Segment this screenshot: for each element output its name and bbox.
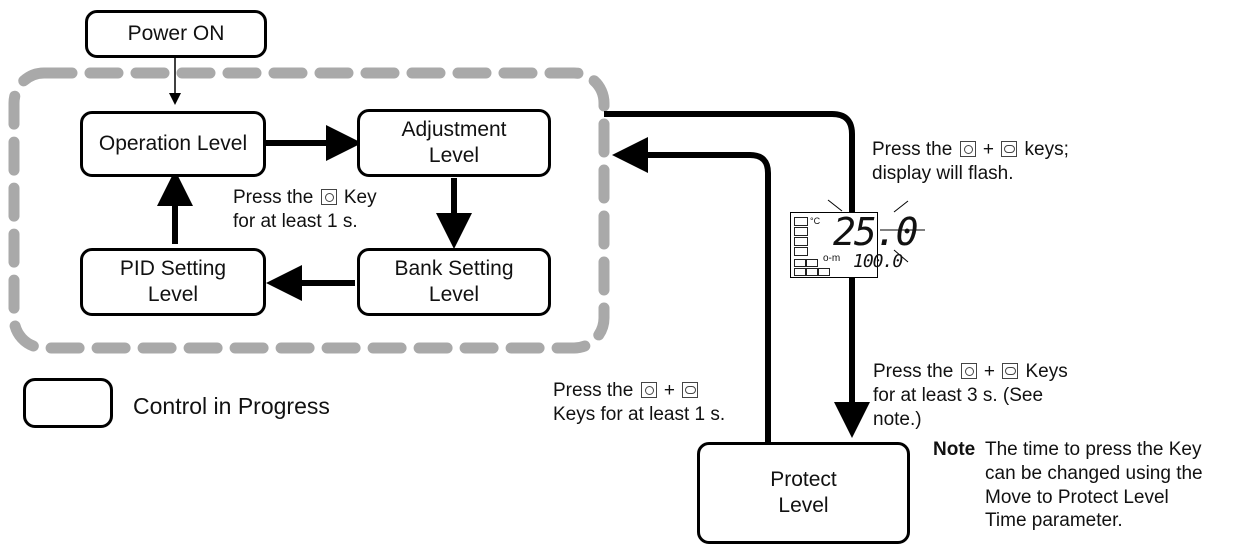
arrow-from-protect — [612, 137, 771, 444]
label-text: + — [982, 139, 994, 160]
mode-key-icon — [682, 382, 699, 398]
label-text: Key — [343, 187, 377, 208]
label-text: Press the — [873, 361, 954, 382]
note-line: can be changed using the — [985, 462, 1203, 484]
indicator — [794, 237, 808, 246]
node-bank-setting-level: Bank Setting Level — [357, 248, 551, 316]
indicator — [794, 247, 808, 256]
indicator — [794, 268, 806, 276]
node-operation-level: Operation Level — [80, 111, 266, 177]
process-value: 25.0 — [833, 210, 919, 254]
level-key-icon — [320, 189, 337, 205]
indicator — [794, 227, 808, 236]
label-text: Press the — [553, 380, 634, 401]
label-from-protect: Press the + Keys for at least 1 s. — [553, 379, 725, 427]
legend-label: Control in Progress — [133, 393, 330, 419]
indicator — [818, 268, 830, 276]
mode-key-icon — [1002, 363, 1019, 379]
level-key-icon — [960, 363, 977, 379]
key-indicator-icon: o-m — [823, 253, 841, 264]
node-pid-setting-level: PID Setting Level — [80, 248, 266, 316]
note-title: Note — [933, 439, 976, 460]
lcd-display: °C o-m 25.0 100.0 — [790, 212, 919, 278]
indicator — [806, 259, 818, 267]
label-text: Press the — [233, 187, 314, 208]
label-text: for at least 3 s. (See — [873, 384, 1044, 406]
note-body: The time to press the Key can be changed… — [985, 438, 1203, 533]
label-text: for at least 1 s. — [233, 210, 358, 232]
label-text: + — [983, 361, 995, 382]
note-line: Move to Protect Level — [985, 486, 1169, 508]
indicator — [806, 268, 818, 276]
label-text: keys; — [1024, 139, 1069, 160]
label-text: Press the — [872, 139, 953, 160]
node-power-on: Power ON — [85, 10, 267, 58]
label-text: display will flash. — [872, 162, 1014, 184]
label-text: + — [663, 380, 675, 401]
label-level-key: Press the Key for at least 1 s. — [233, 186, 377, 234]
set-value: 100.0 — [853, 251, 903, 272]
indicator — [794, 259, 806, 267]
node-adjustment-level: Adjustment Level — [357, 109, 551, 177]
label-text: Keys for at least 1 s. — [553, 403, 726, 425]
control-region — [8, 67, 610, 354]
level-key-icon — [959, 141, 976, 157]
node-protect-level: Protect Level — [697, 442, 910, 544]
arrow-to-protect — [604, 111, 870, 438]
label-to-protect: Press the + Keys for at least 3 s. (See … — [873, 360, 1068, 431]
unit-indicator: °C — [810, 216, 821, 226]
note-line: Time parameter. — [985, 510, 1123, 532]
legend-box — [23, 378, 113, 428]
label-text: note.) — [873, 408, 922, 430]
mode-key-icon — [1001, 141, 1018, 157]
level-key-icon — [640, 382, 657, 398]
label-text: Keys — [1025, 361, 1068, 382]
label-display-flash: Press the + keys; display will flash. — [872, 138, 1069, 186]
note-line: The time to press the Key — [985, 439, 1202, 460]
indicator — [794, 217, 808, 226]
